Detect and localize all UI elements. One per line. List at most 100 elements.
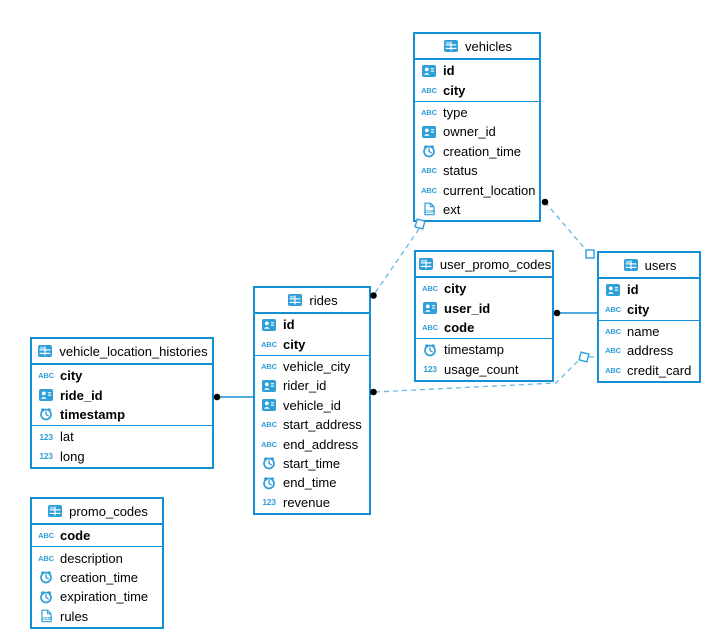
- column-label: id: [443, 63, 455, 79]
- table-header[interactable]: vehicle_location_histories: [32, 339, 212, 365]
- column-row-creation_time[interactable]: creation_time: [32, 568, 162, 587]
- 123-number-icon: 123: [262, 497, 276, 508]
- relationship-rides-to-users-square-marker: [578, 351, 590, 363]
- column-label: rider_id: [283, 378, 327, 394]
- column-row-user_id[interactable]: user_id: [416, 298, 552, 317]
- column-label: lat: [60, 429, 74, 445]
- relationship-vehicles-to-users-square-marker: [585, 249, 595, 259]
- column-label: vehicle_id: [283, 397, 341, 413]
- column-label: long: [60, 448, 85, 464]
- column-label: code: [444, 319, 475, 335]
- column-row-current_location[interactable]: ABC current_location: [415, 180, 539, 199]
- relationship-vehicles-to-rides-dot-marker: [370, 292, 377, 299]
- clock-icon: [421, 343, 439, 357]
- column-label: address: [627, 343, 674, 359]
- column-label: revenue: [283, 494, 330, 510]
- column-row-id[interactable]: id: [255, 315, 369, 334]
- column-label: end_time: [283, 475, 337, 491]
- column-row-lat[interactable]: 123 lat: [32, 427, 212, 446]
- table-header[interactable]: user_promo_codes: [416, 252, 552, 278]
- relationship-rides-to-users-dot-marker: [370, 388, 377, 396]
- column-row-expiration_time[interactable]: expiration_time: [32, 587, 162, 606]
- clock-icon: [37, 570, 55, 584]
- column-label: credit_card: [627, 362, 692, 378]
- column-label: creation_time: [443, 143, 522, 159]
- table-icon: [622, 259, 640, 271]
- column-label: id: [627, 282, 639, 298]
- person-id-icon: [421, 302, 439, 315]
- column-row-revenue[interactable]: 123 revenue: [255, 493, 369, 512]
- column-row-ride_id[interactable]: ride_id: [32, 385, 212, 404]
- column-row-code[interactable]: ABC code: [416, 318, 552, 337]
- abc-text-icon: ABC: [261, 339, 277, 349]
- table-icon: [417, 258, 435, 270]
- column-row-start_time[interactable]: start_time: [255, 454, 369, 473]
- person-id-icon: [420, 125, 438, 138]
- abc-text-icon: ABC: [261, 439, 277, 449]
- column-label: end_address: [283, 436, 359, 452]
- column-row-timestamp[interactable]: timestamp: [416, 340, 552, 359]
- column-row-owner_id[interactable]: owner_id: [415, 122, 539, 141]
- column-row-creation_time[interactable]: creation_time: [415, 142, 539, 161]
- column-row-timestamp[interactable]: timestamp: [32, 405, 212, 424]
- abc-text-icon: ABC: [38, 553, 54, 563]
- column-row-id[interactable]: id: [599, 280, 699, 299]
- table-header[interactable]: users: [599, 253, 699, 279]
- table-header[interactable]: vehicles: [415, 34, 539, 60]
- column-label: ext: [443, 201, 461, 217]
- column-label: name: [627, 323, 660, 339]
- column-label: code: [60, 528, 91, 544]
- clock-icon: [420, 144, 438, 158]
- person-id-icon: [37, 389, 55, 402]
- table-header[interactable]: rides: [255, 288, 369, 314]
- column-label: current_location: [443, 182, 536, 198]
- table-title: vehicles: [465, 38, 512, 54]
- person-id-icon: [260, 318, 278, 331]
- column-row-id[interactable]: id: [415, 61, 539, 80]
- abc-text-icon: ABC: [422, 322, 438, 332]
- column-row-rider_id[interactable]: rider_id: [255, 376, 369, 395]
- column-row-vehicle_id[interactable]: vehicle_id: [255, 396, 369, 415]
- column-label: start_time: [283, 455, 341, 471]
- column-row-end_address[interactable]: ABC end_address: [255, 434, 369, 453]
- 123-number-icon: 123: [39, 431, 53, 442]
- 123-number-icon: 123: [423, 364, 437, 375]
- abc-text-icon: ABC: [421, 185, 437, 195]
- abc-text-icon: ABC: [421, 107, 437, 117]
- table-header[interactable]: promo_codes: [32, 499, 162, 525]
- clock-icon: [260, 456, 278, 470]
- column-row-end_time[interactable]: end_time: [255, 473, 369, 492]
- table-title: promo_codes: [69, 503, 148, 519]
